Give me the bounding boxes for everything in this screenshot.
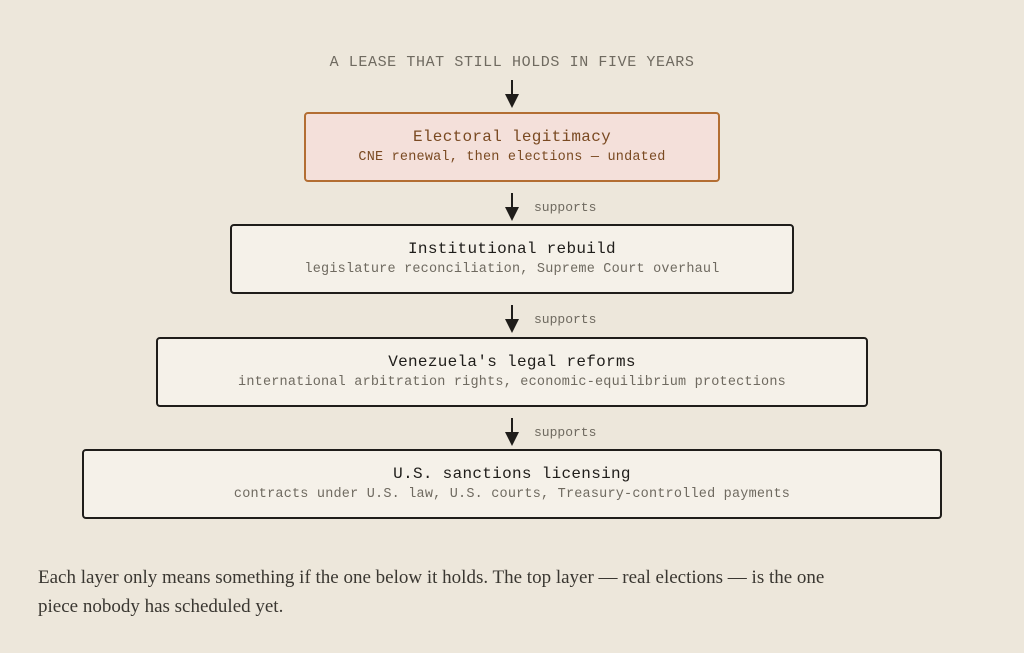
layer-electoral-legitimacy: Electoral legitimacy CNE renewal, then e…	[304, 112, 720, 182]
supports-label: supports	[534, 312, 597, 327]
supports-label: supports	[534, 200, 597, 215]
layer-institutional-rebuild: Institutional rebuild legislature reconc…	[230, 224, 794, 294]
supports-label: supports	[534, 425, 597, 440]
layer-title: Venezuela's legal reforms	[388, 353, 636, 371]
layer-title: Electoral legitimacy	[412, 128, 612, 146]
layer-legal-reforms: Venezuela's legal reforms international …	[156, 337, 868, 407]
caption: Each layer only means something if the o…	[38, 567, 825, 617]
layer-subtitle: contracts under U.S. law, U.S. courts, T…	[233, 487, 791, 502]
layer-subtitle: international arbitration rights, econom…	[238, 375, 786, 390]
layer-subtitle: CNE renewal, then elections — undated	[358, 150, 666, 165]
top-label: A LEASE THAT STILL HOLDS IN FIVE YEARS	[329, 54, 695, 71]
layer-subtitle: legislature reconciliation, Supreme Cour…	[304, 262, 720, 277]
layer-title: U.S. sanctions licensing	[393, 465, 631, 483]
arrow-supports-1	[505, 193, 519, 221]
layer-title: Institutional rebuild	[408, 240, 616, 258]
arrow-into-layer-1	[505, 80, 519, 108]
arrow-supports-2	[505, 305, 519, 333]
arrow-supports-3	[505, 418, 519, 446]
layer-sanctions-licensing: U.S. sanctions licensing contracts under…	[82, 449, 942, 519]
